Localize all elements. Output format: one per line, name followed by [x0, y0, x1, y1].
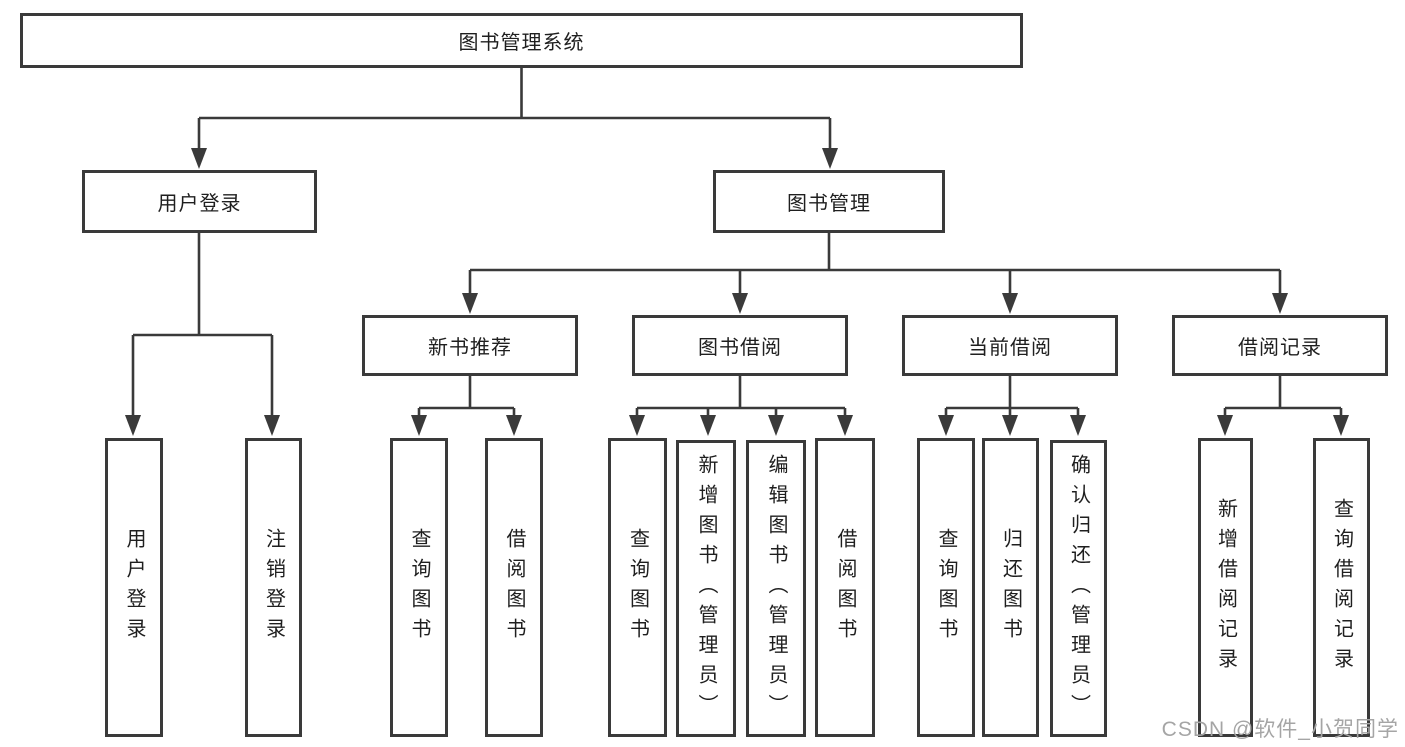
leaf-return-book: 归还图书: [982, 438, 1039, 737]
leaf-confirm-return-admin: 确认归还（管理员）: [1050, 440, 1107, 737]
leaf-query-book-current: 查询图书: [917, 438, 975, 737]
leaf-query-book-recommend: 查询图书: [390, 438, 448, 737]
leaf-user-login: 用户登录: [105, 438, 163, 737]
node-book-management: 图书管理: [713, 170, 945, 233]
leaf-edit-book-admin: 编辑图书（管理员）: [746, 440, 806, 737]
node-borrow-record: 借阅记录: [1172, 315, 1388, 376]
node-root-system: 图书管理系统: [20, 13, 1023, 68]
node-new-book-recommend: 新书推荐: [362, 315, 578, 376]
watermark: CSDN @软件_小贺同学: [1161, 718, 1399, 741]
leaf-query-book-borrow: 查询图书: [608, 438, 667, 737]
leaf-add-borrow-record: 新增借阅记录: [1198, 438, 1253, 737]
leaf-borrow-book: 借阅图书: [815, 438, 875, 737]
leaf-add-book-admin: 新增图书（管理员）: [676, 440, 736, 737]
node-book-borrow: 图书借阅: [632, 315, 848, 376]
leaf-borrow-book-recommend: 借阅图书: [485, 438, 543, 737]
node-current-borrow: 当前借阅: [902, 315, 1118, 376]
node-user-login: 用户登录: [82, 170, 317, 233]
leaf-query-borrow-record: 查询借阅记录: [1313, 438, 1370, 737]
leaf-logout: 注销登录: [245, 438, 302, 737]
